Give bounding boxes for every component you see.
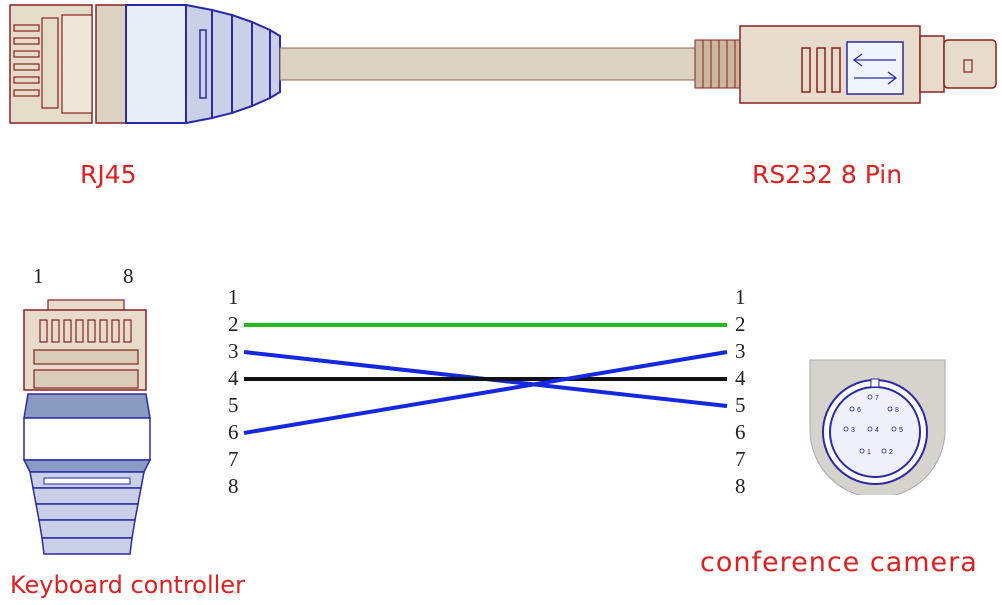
left-pin-8: 8	[228, 474, 239, 498]
right-pin-5: 5	[735, 393, 746, 417]
right-pin-3: 3	[735, 339, 746, 363]
din-socket-view: 1 2 3 4 5 6 7 8	[809, 359, 946, 495]
keyboard-controller-label: Keyboard controller	[10, 571, 245, 599]
rj45-boot-top	[125, 3, 281, 125]
din-pins: 1 2 3 4 5 6 7 8	[843, 394, 903, 456]
din-pin-6: 6	[857, 407, 861, 414]
din-pin-2: 2	[889, 449, 893, 456]
din-pin-1: 1	[867, 449, 871, 456]
din-pin-7: 7	[875, 395, 879, 402]
din-pin-hole-2	[881, 448, 887, 454]
right-pin-1: 1	[735, 285, 746, 309]
rj45-label: RJ45	[80, 160, 137, 189]
din-pin-5: 5	[899, 427, 903, 434]
rs232-label: RS232 8 Pin	[752, 160, 903, 189]
din-pin-hole-1	[859, 448, 865, 454]
din-pin-hole-5	[891, 426, 897, 432]
wire-6-to-3	[243, 350, 728, 435]
left-pin-2: 2	[228, 312, 239, 336]
din-pin-hole-7	[867, 394, 873, 400]
conference-camera-label: conference camera	[700, 547, 978, 578]
right-pin-4: 4	[735, 366, 746, 390]
din-pin-8: 8	[895, 407, 899, 414]
din-pin-hole-3	[843, 426, 849, 432]
right-pin-7: 7	[735, 447, 746, 471]
rj45-pin-1-label: 1	[33, 264, 44, 288]
left-pin-6: 6	[228, 420, 239, 444]
wires	[243, 323, 728, 435]
left-pin-7: 7	[228, 447, 239, 471]
left-pin-1: 1	[228, 285, 239, 309]
left-pin-numbers: 1 2 3 4 5 6 7 8	[228, 285, 239, 498]
rj45-pin-8-label: 8	[123, 264, 134, 288]
din-pin-3: 3	[851, 427, 855, 434]
din-pin-hole-4	[867, 426, 873, 432]
rj45-plug-top	[9, 4, 127, 124]
din-pin-hole-8	[887, 406, 893, 412]
right-pin-2: 2	[735, 312, 746, 336]
right-pin-6: 6	[735, 420, 746, 444]
rs232-plug-top	[694, 25, 997, 104]
left-pin-5: 5	[228, 393, 239, 417]
right-pin-numbers: 1 2 3 4 5 6 7 8	[735, 285, 746, 498]
left-pin-3: 3	[228, 339, 239, 363]
cable-illustration	[9, 3, 997, 125]
rj45-front-view	[22, 299, 152, 555]
left-pin-4: 4	[228, 366, 239, 390]
din-pin-4: 4	[875, 427, 879, 434]
right-pin-8: 8	[735, 474, 746, 498]
din-pin-hole-6	[849, 406, 855, 412]
